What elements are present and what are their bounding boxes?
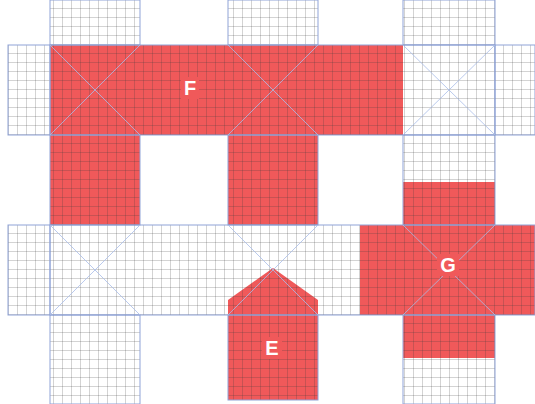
mesh-diagonals bbox=[50, 45, 495, 315]
region-fill bbox=[50, 45, 403, 225]
region-label: G bbox=[437, 254, 459, 276]
region-fill bbox=[228, 268, 318, 400]
region-label: F bbox=[181, 77, 199, 99]
mesh-blocks bbox=[8, 0, 535, 404]
region-label: E bbox=[262, 337, 281, 359]
region-fill bbox=[360, 182, 535, 358]
